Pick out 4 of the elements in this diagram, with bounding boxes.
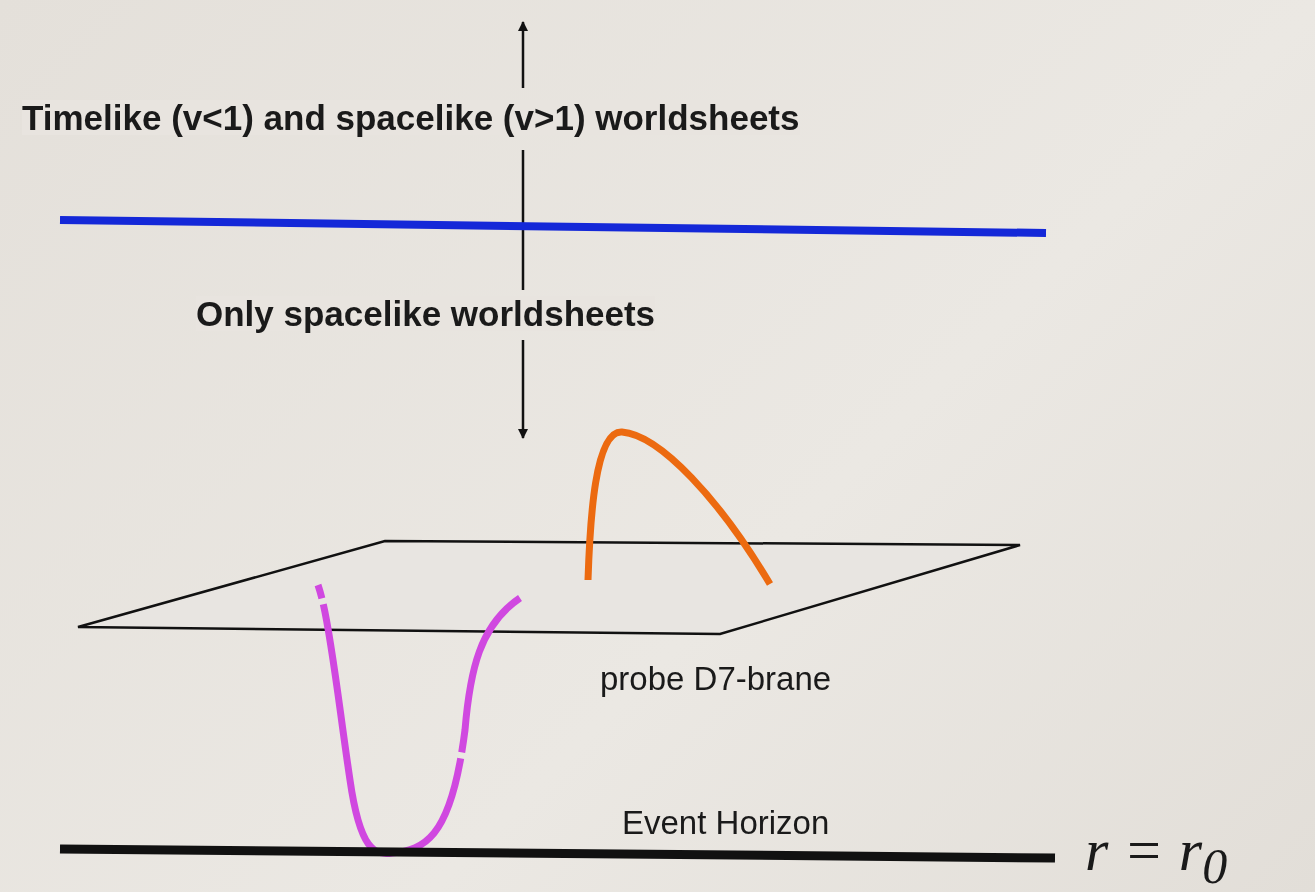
brane-label: probe D7-brane [600,662,832,695]
horizon-label: Event Horizon [622,806,830,839]
region-label: Timelike (v<1) and spacelike (v>1) worldsheets [22,100,800,135]
equation-label: r = r$_{0}$ [1085,820,1228,891]
